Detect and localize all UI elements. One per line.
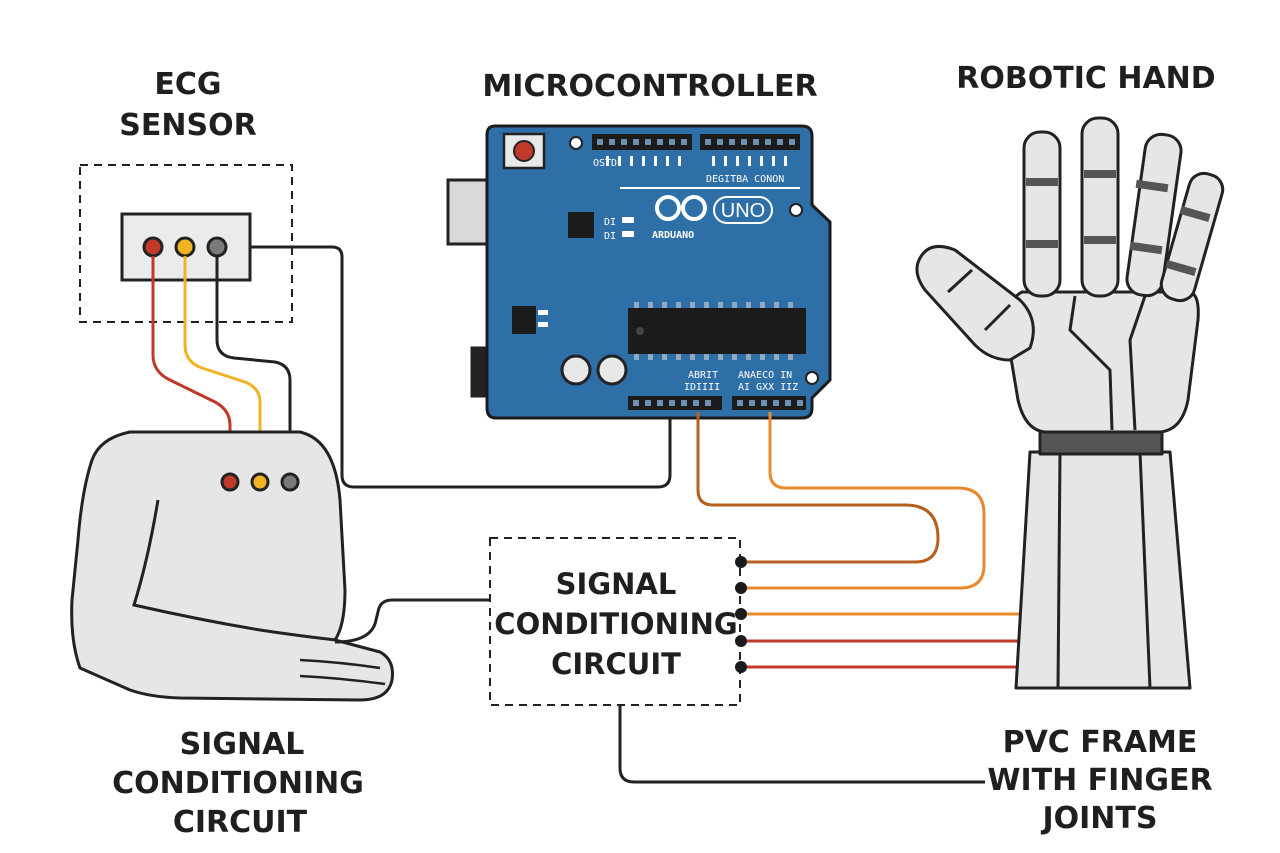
chip-notch	[636, 327, 644, 335]
analog-sub-label: AI GXX IIZ	[738, 382, 798, 393]
pvc-forearm	[1014, 450, 1192, 690]
ecg-sensor-label-line1: ECG	[154, 67, 221, 102]
yellow-lead-wire	[183, 256, 262, 478]
thumb	[915, 244, 1035, 362]
electrode-gray	[206, 236, 228, 258]
analog-header	[732, 396, 806, 410]
finger-ring	[1125, 132, 1183, 298]
regulator-pin-2	[538, 322, 548, 327]
finger-index	[1022, 130, 1062, 298]
atmega-pins	[634, 302, 793, 360]
red-lead-wire	[151, 256, 232, 478]
robotic-hand	[915, 116, 1225, 690]
torso-shape	[70, 430, 394, 702]
electrode-yellow	[174, 236, 196, 258]
body-electrode-red	[220, 472, 240, 492]
mcu-wires	[618, 412, 1020, 784]
pvc-frame-label-line1: PVC FRAME	[1003, 725, 1198, 760]
arm-line	[132, 499, 337, 642]
power-sub-label: IDIIII	[684, 382, 720, 393]
signal-box-label-line3: CIRCUIT	[551, 647, 681, 681]
digital-header-right	[700, 134, 800, 150]
analog-label: ANAECO IN	[738, 370, 792, 381]
arm-to-signal-wire	[334, 598, 490, 644]
usb-chip	[568, 212, 594, 238]
pin-tags-text: OSTD	[593, 158, 617, 169]
robotic-hand-label: ROBOTIC HAND	[956, 61, 1215, 96]
electrode-red	[142, 236, 164, 258]
body-electrode-yellow	[250, 472, 270, 492]
palm-line-1	[1068, 295, 1114, 431]
uno-badge	[713, 196, 773, 224]
atmega-chip	[628, 308, 806, 354]
forearm-line-1	[1056, 451, 1062, 689]
signal-box-frame	[489, 537, 741, 706]
digital-header-pins	[597, 139, 795, 145]
finger-joints	[1026, 170, 1211, 276]
sensor-to-mcu-wire	[250, 245, 672, 489]
signal-bottom-label-line2: CONDITIONING	[112, 766, 364, 801]
finger-line-2	[299, 674, 386, 686]
bottom-header-pins	[633, 400, 803, 406]
digital-label: DEGITBA CONON	[706, 174, 784, 185]
signal-box-terminals	[735, 556, 747, 673]
palm-line-2	[1128, 295, 1147, 431]
ecg-sensor-dashed-frame	[79, 164, 293, 323]
human-torso-arm	[70, 430, 394, 702]
led-1	[622, 217, 634, 223]
microcontroller-label: MICROCONTROLLER	[482, 69, 817, 104]
sensor-to-body-wires	[151, 245, 672, 489]
thumb-joint-1	[946, 268, 974, 294]
pvc-frame-label-line3: JOINTS	[1040, 801, 1157, 836]
arduino-board: OSTD DEGITBA CONON ARDUANO UNO DI DI	[446, 124, 832, 420]
mount-hole-2	[789, 203, 803, 217]
logo-text: ARDUANO	[652, 230, 694, 241]
signal-bottom-label-line1: SIGNAL	[180, 727, 305, 762]
mount-hole-1	[569, 136, 583, 150]
voltage-regulator	[512, 306, 536, 334]
regulator-pin-1	[538, 310, 548, 315]
finger-middle	[1080, 116, 1120, 298]
led-1-label: DI	[604, 217, 616, 228]
mcu-orange-wire	[742, 412, 986, 590]
pvc-frame-label-line2: WITH FINGER	[987, 763, 1212, 798]
led-2	[622, 231, 634, 237]
finger-line-1	[299, 658, 381, 670]
uno-text: UNO	[721, 200, 765, 222]
forearm-line-2	[1138, 451, 1152, 689]
mcu-dark-orange-wire	[696, 412, 940, 564]
ecg-sensor-label-line2: SENSOR	[119, 108, 256, 143]
signal-to-pvc-wire	[618, 706, 985, 784]
pin-tick-marks	[606, 156, 787, 166]
power-label: ABRIT	[688, 370, 718, 381]
mount-hole-3	[805, 371, 819, 385]
digital-header-left	[592, 134, 692, 150]
wrist-band	[1038, 428, 1164, 456]
arduino-logo: ARDUANO UNO	[652, 195, 773, 241]
capacitor-2	[596, 354, 628, 386]
led-2-label: DI	[604, 231, 616, 242]
gray-lead-wire	[215, 256, 292, 478]
signal-conditioning-box: SIGNAL CONDITIONING CIRCUIT	[489, 537, 747, 706]
thumb-joint-2	[983, 303, 1012, 332]
signal-box-label-line2: CONDITIONING	[494, 607, 737, 641]
reset-button-cap	[513, 140, 535, 162]
capacitor-1	[560, 354, 592, 386]
signal-box-label-line1: SIGNAL	[556, 567, 677, 601]
signal-bottom-label-line3: CIRCUIT	[173, 805, 308, 840]
body-electrode-gray	[280, 472, 300, 492]
